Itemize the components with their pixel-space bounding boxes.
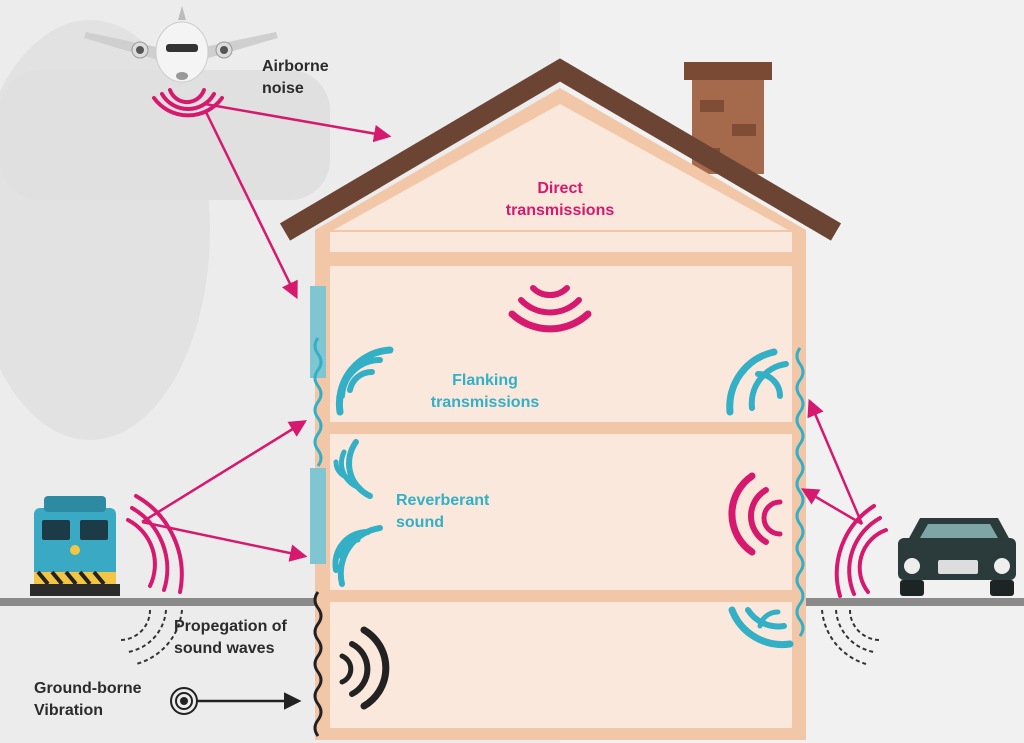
label-propagation-line2: sound waves — [174, 640, 275, 657]
label-airborne-line1: Airborne — [262, 58, 329, 75]
train-sound-wave — [126, 494, 184, 594]
arrow-airborne-to-wall — [203, 109, 298, 300]
ground-borne-sound-wave — [339, 626, 390, 710]
window-strip-lower — [310, 468, 326, 564]
car-sound-wave — [834, 504, 888, 598]
ground-vibration-wall — [313, 591, 323, 737]
label-airborne-noise: Airborne noise — [262, 56, 372, 100]
flanking-wave-right-basement — [728, 606, 794, 649]
label-reverberant-sound: Reverberant sound — [396, 490, 526, 534]
label-propagation-line1: Propegation of — [174, 618, 287, 635]
room-floor-1 — [330, 434, 792, 590]
label-direct-transmissions: Direct transmissions — [490, 178, 630, 222]
window-strip-upper — [310, 286, 326, 378]
wall-vibration-left — [313, 337, 323, 467]
train-ground-wave — [119, 609, 183, 665]
car-ground-wave — [821, 609, 881, 665]
car-icon — [898, 518, 1016, 596]
airplane-icon — [84, 6, 278, 83]
flanking-wave-left-upper — [335, 346, 394, 416]
flanking-wave-right-upper — [726, 348, 789, 416]
faded-drill-shape — [0, 70, 330, 200]
attic-interior — [330, 104, 792, 232]
label-direct-line1: Direct — [537, 180, 583, 197]
wall-vibration-right — [795, 347, 805, 637]
label-flanking-line1: Flanking — [452, 372, 518, 389]
arrow-airborne-to-roof — [204, 102, 392, 143]
arrow-train-to-wall-lower — [141, 520, 308, 562]
train-icon — [30, 496, 120, 596]
arrow-train-to-wall-upper — [141, 420, 307, 524]
flanking-wave-left-mid — [333, 439, 373, 499]
label-reverberant-line1: Reverberant — [396, 492, 490, 509]
car-sound-wave-inside — [728, 472, 783, 556]
label-ground-line2: Vibration — [34, 702, 104, 719]
label-direct-line2: transmissions — [505, 202, 615, 219]
arrow-car-to-wall-lower — [800, 488, 863, 526]
roof — [279, 58, 842, 241]
chimney — [684, 62, 772, 174]
label-flanking-line2: transmissions — [430, 394, 540, 411]
house-body — [315, 230, 806, 740]
arrow-car-to-wall-upper — [807, 398, 864, 525]
label-reverberant-line2: sound — [396, 514, 444, 531]
flanking-wave-left-lower — [332, 525, 383, 587]
label-flanking-transmissions: Flanking transmissions — [410, 370, 560, 414]
label-airborne-line2: noise — [262, 80, 304, 97]
direct-sound-wave — [508, 285, 592, 333]
label-ground-line1: Ground-borne — [34, 680, 142, 697]
transmission-arrows — [141, 102, 864, 562]
label-ground-borne-vibration: Ground-borne Vibration — [34, 678, 174, 722]
label-propagation-sound-waves: Propegation of sound waves — [174, 616, 314, 660]
room-basement — [330, 602, 792, 728]
